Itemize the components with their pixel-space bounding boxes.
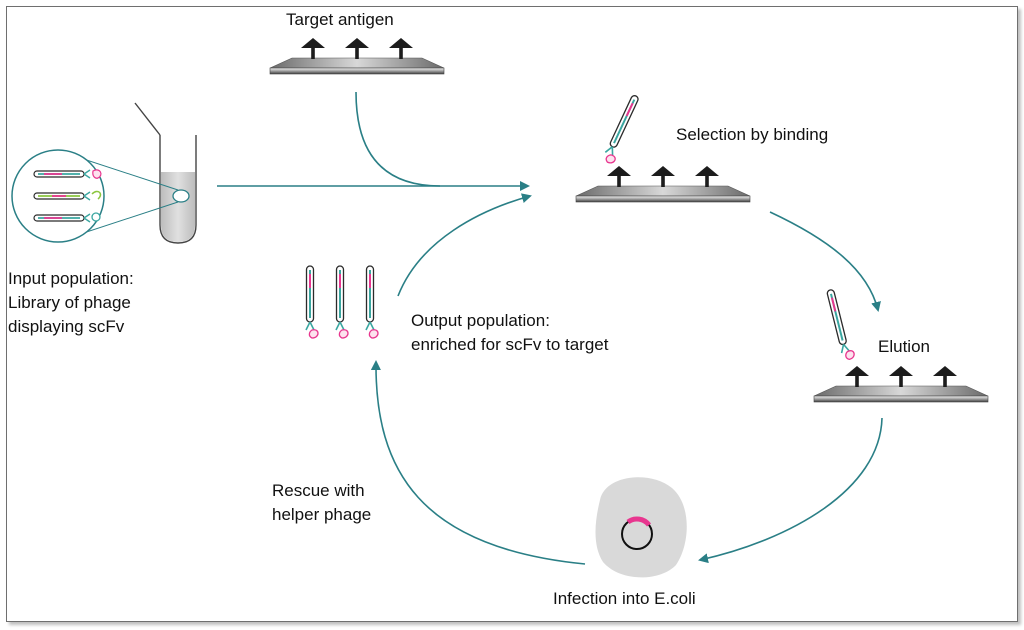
input-library-label: Library of phage bbox=[8, 293, 131, 312]
arrow-infection-to-rescue bbox=[370, 360, 586, 565]
rescue-label-line2: helper phage bbox=[272, 505, 371, 524]
selection-bound-phage bbox=[600, 93, 645, 166]
target-antigen-label: Target antigen bbox=[286, 10, 394, 29]
input-population-label: Input population: bbox=[8, 269, 134, 288]
arrow-output-to-selection bbox=[397, 193, 532, 297]
infection-label: Infection into E.coli bbox=[553, 589, 696, 608]
target-antigen-platform bbox=[270, 38, 444, 74]
eluted-phage bbox=[825, 287, 857, 362]
diagram-frame bbox=[6, 6, 1018, 622]
elution-label: Elution bbox=[878, 337, 930, 356]
arrow-antigen-to-selection bbox=[355, 91, 441, 187]
output-phage-group bbox=[305, 265, 379, 339]
output-population-label: Output population: bbox=[411, 311, 550, 330]
rescue-label-line1: Rescue with bbox=[272, 481, 365, 500]
library-phage-circle bbox=[11, 149, 105, 243]
ecoli-cell bbox=[595, 477, 687, 578]
selection-platform bbox=[576, 166, 750, 202]
output-enriched-label: enriched for scFv to target bbox=[411, 335, 609, 354]
arrow-selection-to-elution bbox=[769, 211, 881, 312]
elution-platform bbox=[814, 366, 988, 402]
selection-label: Selection by binding bbox=[676, 125, 828, 144]
input-displaying-label: displaying scFv bbox=[8, 317, 125, 336]
test-tube bbox=[134, 102, 197, 244]
arrow-elution-to-infection bbox=[698, 417, 883, 564]
